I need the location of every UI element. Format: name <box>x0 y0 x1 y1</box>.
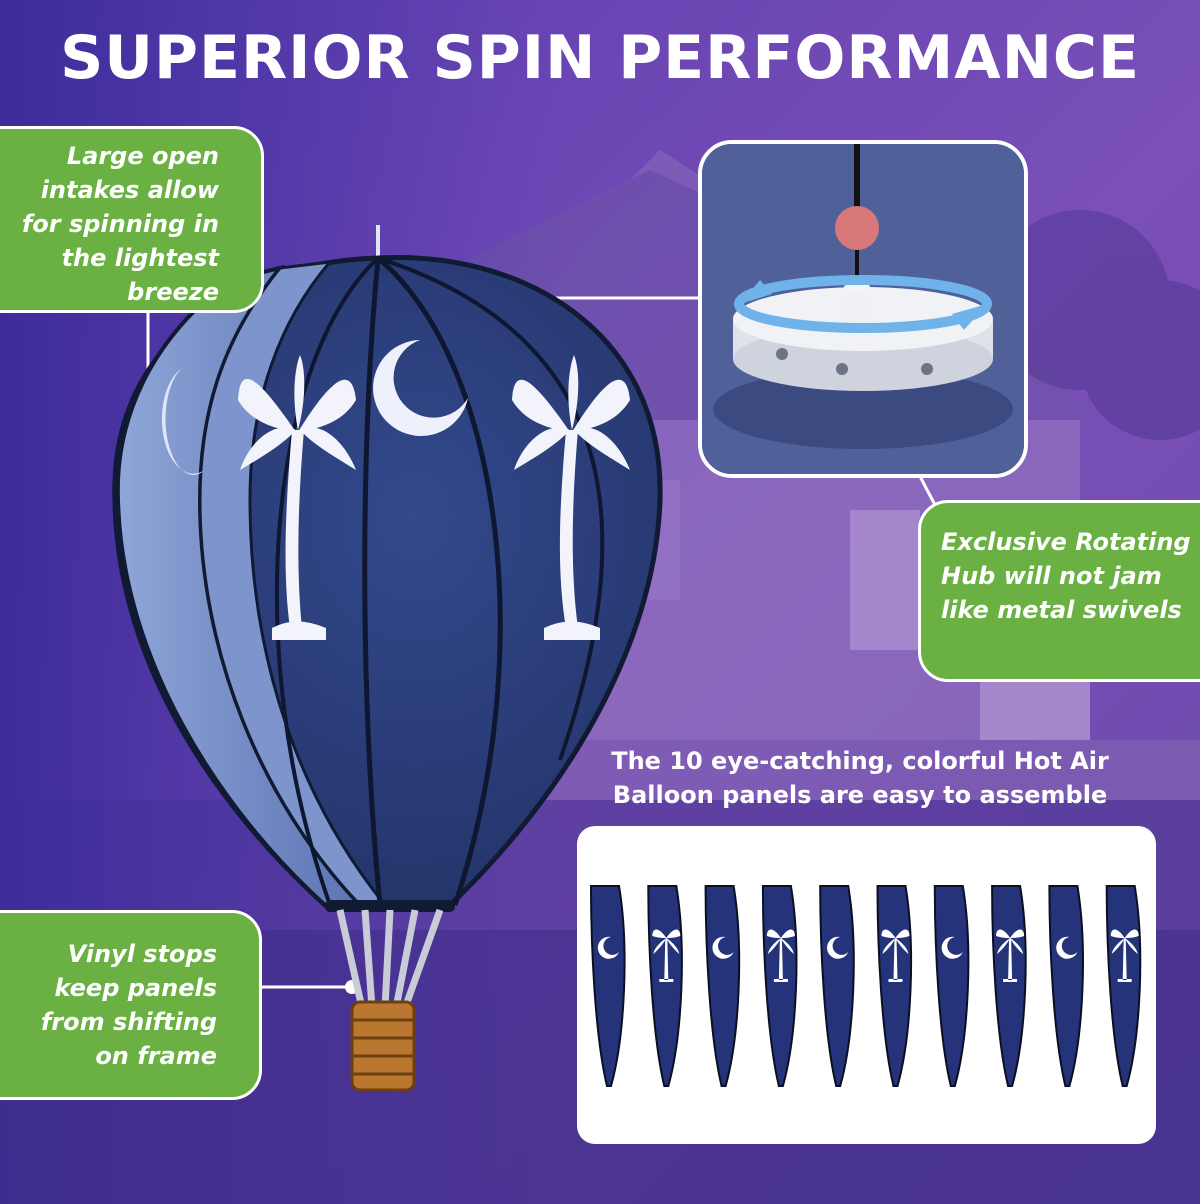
callout-hub-line: Exclusive Rotating <box>941 528 1191 556</box>
palmetto-icon <box>238 355 356 640</box>
palmetto-icon <box>766 929 795 982</box>
balloon-panel-moon <box>933 885 970 1087</box>
callout-intakes-line: the lightest <box>61 244 219 272</box>
page-title: SUPERIOR SPIN PERFORMANCE <box>60 23 1140 93</box>
palmetto-icon <box>512 355 630 640</box>
trees <box>990 210 1200 440</box>
rotating-hub-image <box>698 140 1028 478</box>
panels-caption-line: Balloon panels are easy to assemble <box>612 781 1108 809</box>
palmetto-icon <box>652 929 681 982</box>
callout-intakes-line: intakes allow <box>40 176 219 204</box>
callout-hub-line: like metal swivels <box>941 596 1182 624</box>
panels-caption-line: The 10 eye-catching, colorful Hot Air <box>611 747 1109 775</box>
callout-vinyl-line: on frame <box>95 1042 217 1070</box>
callout-intakes: Large open intakes allow for spinning in… <box>0 126 264 313</box>
balloon-illustration <box>112 225 663 1092</box>
panels-svg <box>589 885 1142 1087</box>
crescent-moon-icon <box>373 340 468 436</box>
palmetto-icon <box>996 929 1025 982</box>
callout-intakes-line: breeze <box>127 278 219 306</box>
callout-hub-line: Hub will not jam <box>941 562 1162 590</box>
panels-display <box>577 826 1156 1144</box>
balloon-panel-palmetto <box>876 885 913 1087</box>
callout-vinyl: Vinyl stops keep panels from shifting on… <box>0 910 262 1100</box>
balloon-panel-moon <box>819 885 855 1087</box>
crescent-moon-icon <box>827 936 849 959</box>
balloon-panel-moon <box>704 885 741 1087</box>
crescent-moon-icon <box>597 936 619 959</box>
callout-intakes-line: Large open <box>66 142 219 170</box>
callout-vinyl-line: keep panels <box>54 974 217 1002</box>
balloon-panel-moon <box>589 885 626 1087</box>
callout-intakes-line: for spinning in <box>21 210 219 238</box>
palmetto-icon <box>1110 929 1139 982</box>
palmetto-icon <box>881 929 910 982</box>
callout-vinyl-line: Vinyl stops <box>67 940 217 968</box>
balloon-panel-palmetto <box>1105 885 1142 1087</box>
balloon-panel-palmetto <box>991 885 1027 1087</box>
callout-vinyl-line: from shifting <box>40 1008 217 1036</box>
panels-caption: The 10 eye-catching, colorful Hot Air Ba… <box>580 744 1140 812</box>
balloon-panel-moon <box>1048 885 1084 1087</box>
callout-hub: Exclusive Rotating Hub will not jam like… <box>918 500 1200 682</box>
crescent-moon-icon <box>1056 936 1078 959</box>
crescent-moon-icon <box>712 936 734 959</box>
balloon-basket <box>350 1000 416 1092</box>
balloon-panel-palmetto <box>647 885 683 1087</box>
balloon-panel-palmetto <box>761 885 798 1087</box>
crescent-moon-icon <box>941 936 963 959</box>
hub-bead <box>835 206 879 250</box>
